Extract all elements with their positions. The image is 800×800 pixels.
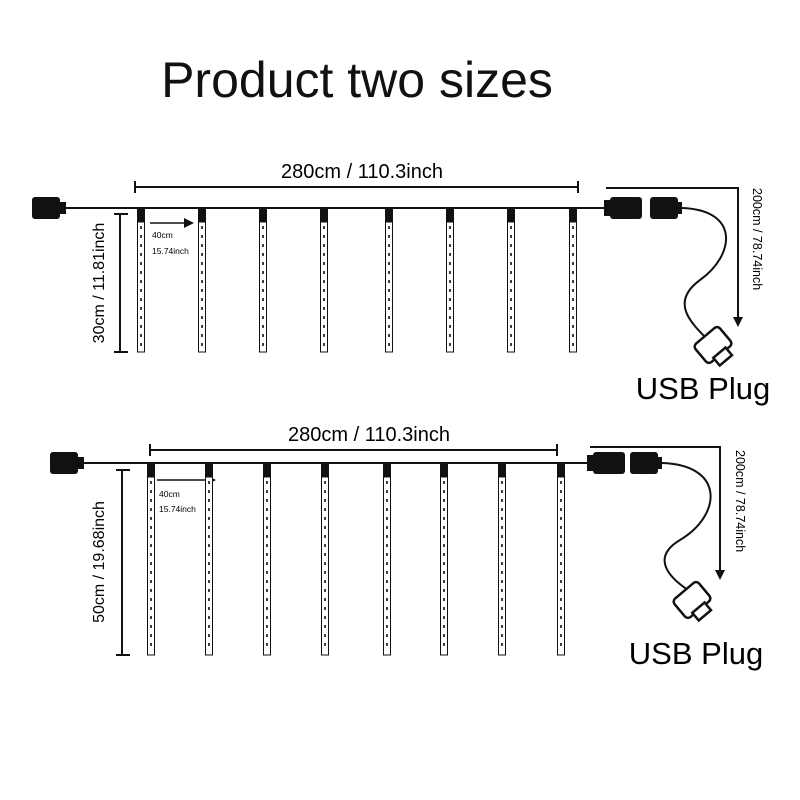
- meteor-tube: [137, 208, 145, 353]
- tube-body: [385, 221, 393, 353]
- plug-icon: [650, 197, 682, 219]
- tube-body: [383, 476, 391, 656]
- tube-cap: [557, 463, 565, 477]
- usb-plug-icon: [672, 580, 713, 623]
- tube-body: [320, 221, 328, 353]
- cable-dimension: 200cm / 78.74inch: [606, 187, 764, 327]
- meteor-tube: [507, 208, 515, 353]
- page-title: Product two sizes: [161, 52, 553, 108]
- usb-cable: [681, 207, 728, 341]
- tube-cap: [263, 463, 271, 477]
- tube-cap: [321, 463, 329, 477]
- usb-plug-icon: [693, 325, 734, 368]
- tube-cap: [569, 208, 577, 222]
- tube-body: [137, 221, 145, 353]
- tube-body: [147, 476, 155, 656]
- variant-1: 280cm / 110.3inch USB Plug 200cm / 78.74…: [32, 161, 770, 406]
- tube-length-label: 30cm / 11.81inch: [91, 223, 108, 344]
- tube-cap: [137, 208, 145, 222]
- width-label: 280cm / 110.3inch: [288, 424, 450, 446]
- width-label: 280cm / 110.3inch: [281, 161, 443, 183]
- plug-icon: [604, 197, 642, 219]
- meteor-tube: [557, 463, 565, 656]
- meteor-tube: [440, 463, 448, 656]
- plug-icon: [32, 197, 66, 219]
- spacing-inch-label: 15.74inch: [152, 246, 189, 256]
- plug-icon: [587, 452, 625, 474]
- meteor-tube: [263, 463, 271, 656]
- spacing-dimension: 40cm 15.74inch: [150, 218, 194, 256]
- tube-body: [198, 221, 206, 353]
- spacing-cm-label: 40cm: [152, 230, 173, 240]
- tube-body: [557, 476, 565, 656]
- meteor-tube: [198, 208, 206, 353]
- tube-cap: [198, 208, 206, 222]
- plug-icon: [50, 452, 84, 474]
- spacing-inch-label: 15.74inch: [159, 504, 196, 514]
- meteor-tube: [498, 463, 506, 656]
- tube-cap: [507, 208, 515, 222]
- meteor-tube: [321, 463, 329, 656]
- meteor-tube: [569, 208, 577, 353]
- tube-cap: [440, 463, 448, 477]
- meteor-tube: [385, 208, 393, 353]
- tube-cap: [259, 208, 267, 222]
- tube-group: [147, 463, 565, 656]
- cable-length-label: 200cm / 78.74inch: [733, 450, 747, 552]
- tube-group: [137, 208, 577, 353]
- tube-body: [321, 476, 329, 656]
- tube-length-label: 50cm / 19.68inch: [91, 501, 108, 623]
- tube-cap: [385, 208, 393, 222]
- meteor-tube: [383, 463, 391, 656]
- tube-cap: [205, 463, 213, 477]
- meteor-tube: [205, 463, 213, 656]
- meteor-tube: [147, 463, 155, 656]
- cable-length-label: 200cm / 78.74inch: [750, 188, 764, 290]
- length-dimension: 50cm / 19.68inch: [91, 469, 130, 656]
- tube-cap: [320, 208, 328, 222]
- tube-cap: [446, 208, 454, 222]
- usb-plug-label: USB Plug: [629, 636, 763, 671]
- width-dimension: 280cm / 110.3inch: [134, 161, 579, 193]
- tube-body: [507, 221, 515, 353]
- tube-cap: [383, 463, 391, 477]
- spacing-dimension: 40cm 15.74inch: [157, 475, 216, 514]
- tube-cap: [147, 463, 155, 477]
- meteor-tube: [259, 208, 267, 353]
- cable-dimension: 200cm / 78.74inch: [590, 446, 747, 580]
- tube-cap: [498, 463, 506, 477]
- meteor-tube: [320, 208, 328, 353]
- length-dimension: 30cm / 11.81inch: [91, 213, 128, 353]
- spacing-cm-label: 40cm: [159, 489, 180, 499]
- width-dimension: 280cm / 110.3inch: [149, 424, 558, 456]
- tube-body: [259, 221, 267, 353]
- tube-body: [446, 221, 454, 353]
- tube-body: [440, 476, 448, 656]
- tube-body: [263, 476, 271, 656]
- meteor-tube: [446, 208, 454, 353]
- plug-icon: [630, 452, 662, 474]
- usb-plug-label: USB Plug: [636, 371, 770, 406]
- variant-2: 280cm / 110.3inch USB Plug 200cm / 78.74…: [50, 424, 763, 671]
- tube-body: [498, 476, 506, 656]
- usb-cable: [661, 462, 712, 591]
- tube-body: [205, 476, 213, 656]
- tube-body: [569, 221, 577, 353]
